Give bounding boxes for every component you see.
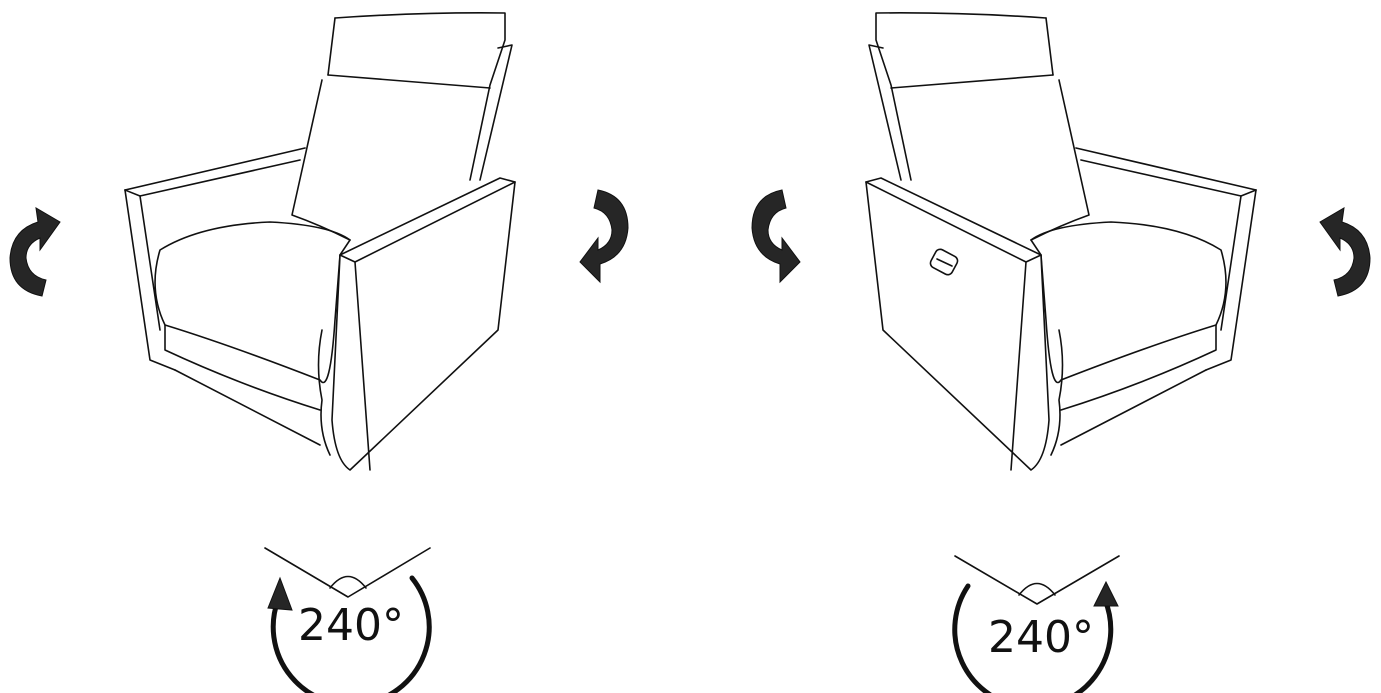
rotate-arrow-far-right-icon: [1319, 207, 1371, 297]
recliner-chair-left: [124, 12, 516, 471]
angle-arrowhead-left-icon: [267, 576, 293, 611]
angle-arrowhead-right-icon: [1093, 580, 1119, 607]
rotate-arrow-center-right-icon: [751, 189, 801, 284]
rotate-arrow-center-left-icon: [579, 189, 629, 284]
angle-label-left: 240°: [298, 600, 404, 651]
swivel-angle-indicator-left: [264, 547, 432, 693]
angle-label-right: 240°: [988, 612, 1094, 663]
rotate-arrow-far-left-icon: [9, 207, 61, 297]
swivel-angle-indicator-right: [952, 555, 1120, 693]
recliner-chair-right: [865, 12, 1257, 471]
